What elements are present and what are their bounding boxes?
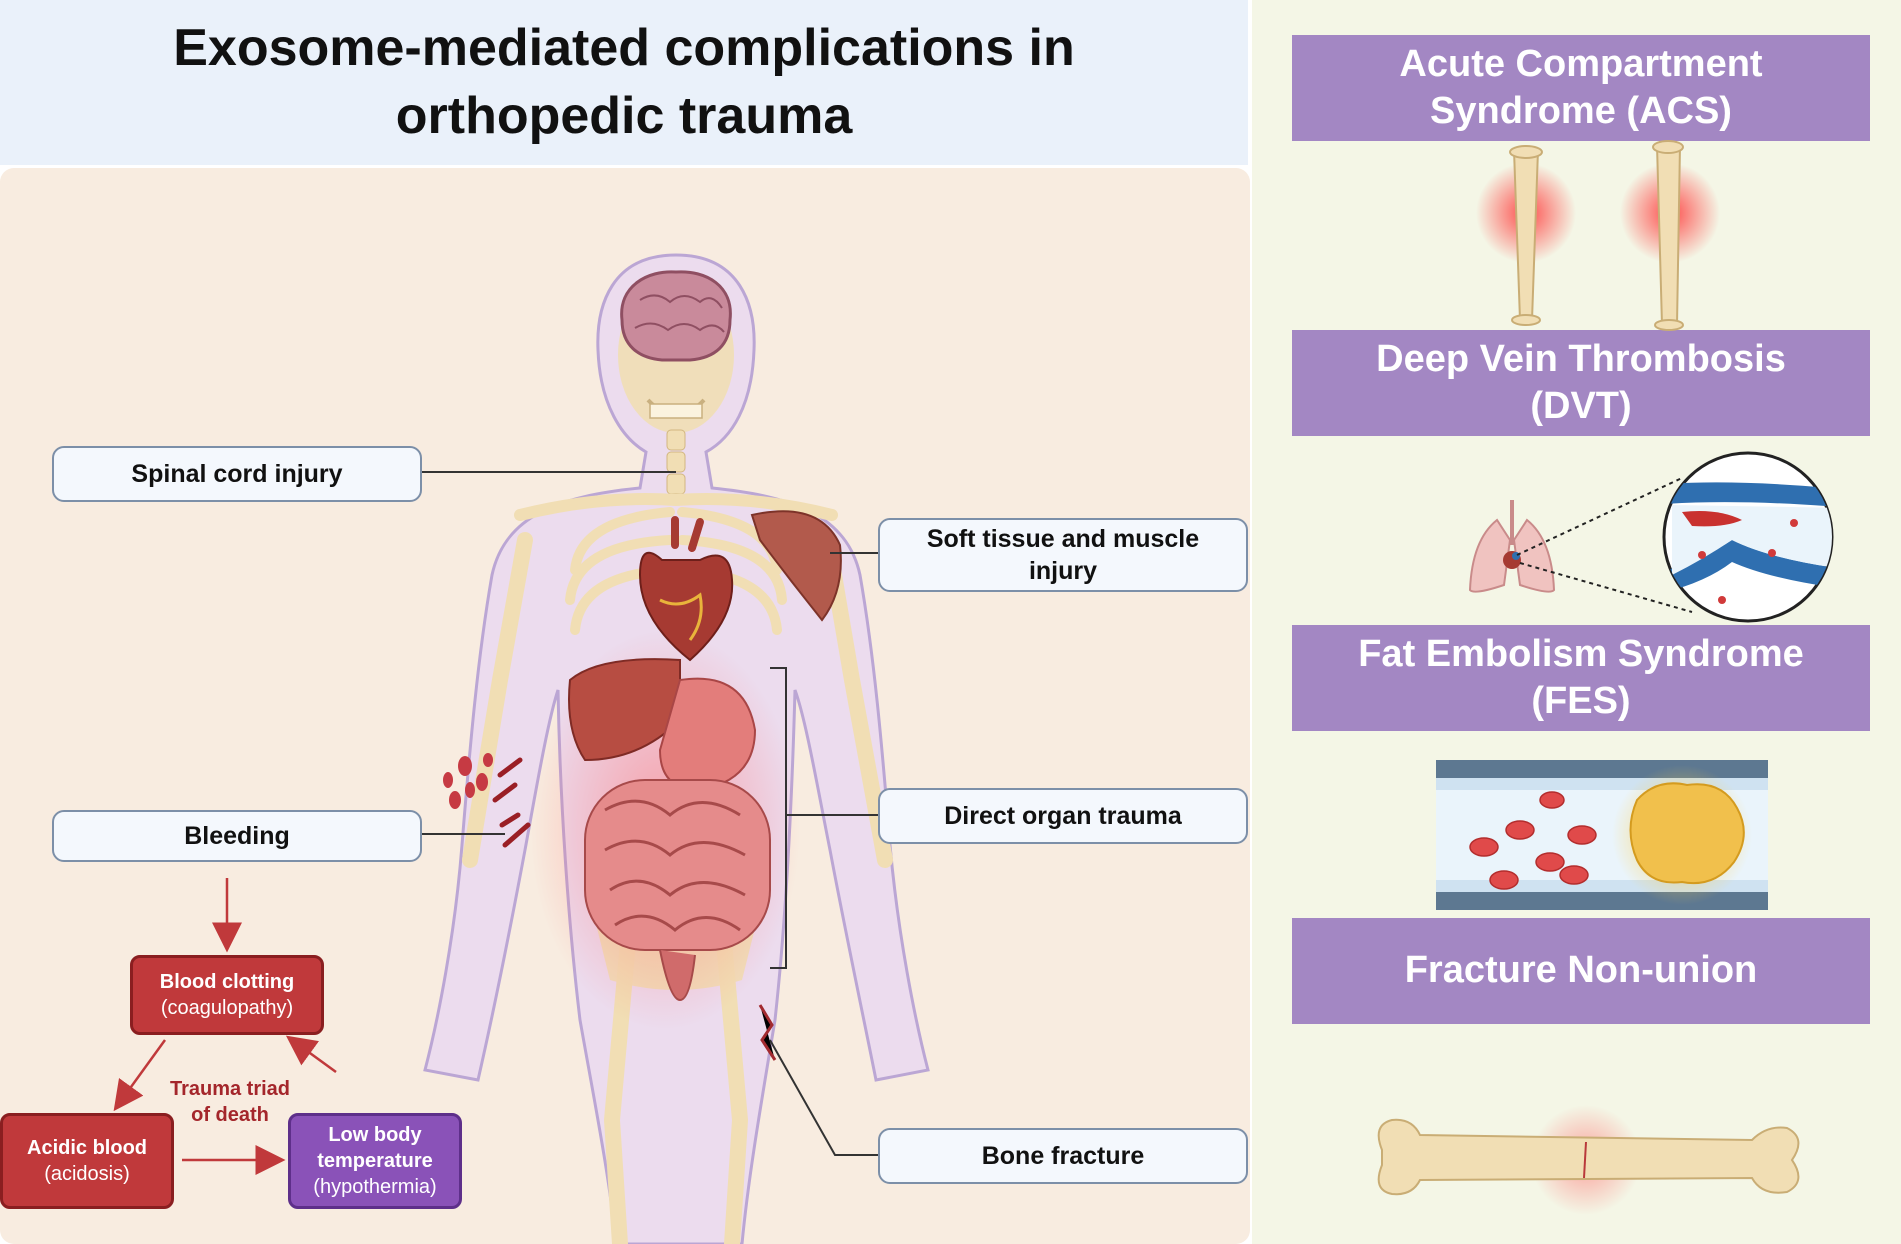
- triad-hypothermia-title: Low body temperature: [317, 1124, 433, 1172]
- right-panel: [1252, 0, 1901, 1244]
- complications-illustrations: [1377, 140, 1834, 1215]
- blood-drop-icon: [443, 753, 493, 809]
- callout-bleeding: Bleeding: [52, 810, 422, 862]
- callout-soft-tissue-injury: Soft tissue and muscle injury: [878, 518, 1248, 592]
- fat-embolism-vessel-icon: [1436, 760, 1768, 910]
- heart-icon: [638, 516, 734, 662]
- banner-nonunion: Fracture Non-union: [1292, 918, 1870, 1024]
- callout-direct-organ-trauma: Direct organ trauma: [878, 788, 1248, 844]
- brain-icon: [620, 270, 732, 362]
- fat-globule-icon: [1629, 782, 1745, 884]
- page-title: Exosome-mediated complications in orthop…: [173, 18, 1075, 145]
- spine-icon: [666, 429, 686, 495]
- connector-lines: [422, 471, 878, 1156]
- human-body-illustration: [423, 253, 930, 1244]
- stomach-icon: [658, 677, 757, 792]
- triad-coagulopathy-title: Blood clotting: [159, 971, 295, 993]
- triad-acidosis-sub: (acidosis): [44, 1163, 130, 1185]
- triad-arrows: [113, 878, 337, 1175]
- fracture-icon: [758, 1004, 777, 1061]
- lungs-icon: [1468, 500, 1556, 593]
- nonunion-bone-icon: [1377, 1105, 1800, 1215]
- triad-coagulopathy-box: Blood clotting (coagulopathy): [130, 955, 324, 1035]
- liver-icon: [568, 658, 681, 762]
- banner-acs: Acute Compartment Syndrome (ACS): [1292, 35, 1870, 141]
- title-banner: Exosome-mediated complications in orthop…: [0, 0, 1248, 165]
- triad-label: Trauma triad of death: [169, 1078, 291, 1126]
- triad-hypothermia-box: Low body temperature (hypothermia): [288, 1113, 462, 1209]
- intestines-icon: [584, 779, 771, 1002]
- callout-bone-fracture: Bone fracture: [878, 1128, 1248, 1184]
- triad-hypothermia-sub: (hypothermia): [313, 1176, 437, 1198]
- triad-acidosis-title: Acidic blood: [27, 1137, 147, 1159]
- blood-vessel-icon: [1662, 451, 1834, 623]
- muscle-icon: [750, 510, 842, 622]
- acs-bone-icon: [1476, 140, 1720, 331]
- body-diagram: [113, 253, 930, 1244]
- bleeding-wound-icon: [492, 757, 531, 848]
- red-blood-cell-icon: [1469, 791, 1597, 890]
- banner-fes: Fat Embolism Syndrome (FES): [1292, 625, 1870, 731]
- triad-coagulopathy-sub: (coagulopathy): [160, 997, 294, 1019]
- triad-acidosis-box: Acidic blood (acidosis): [0, 1113, 174, 1209]
- banner-dvt: Deep Vein Thrombosis (DVT): [1292, 330, 1870, 436]
- callout-spinal-cord-injury: Spinal cord injury: [52, 446, 422, 502]
